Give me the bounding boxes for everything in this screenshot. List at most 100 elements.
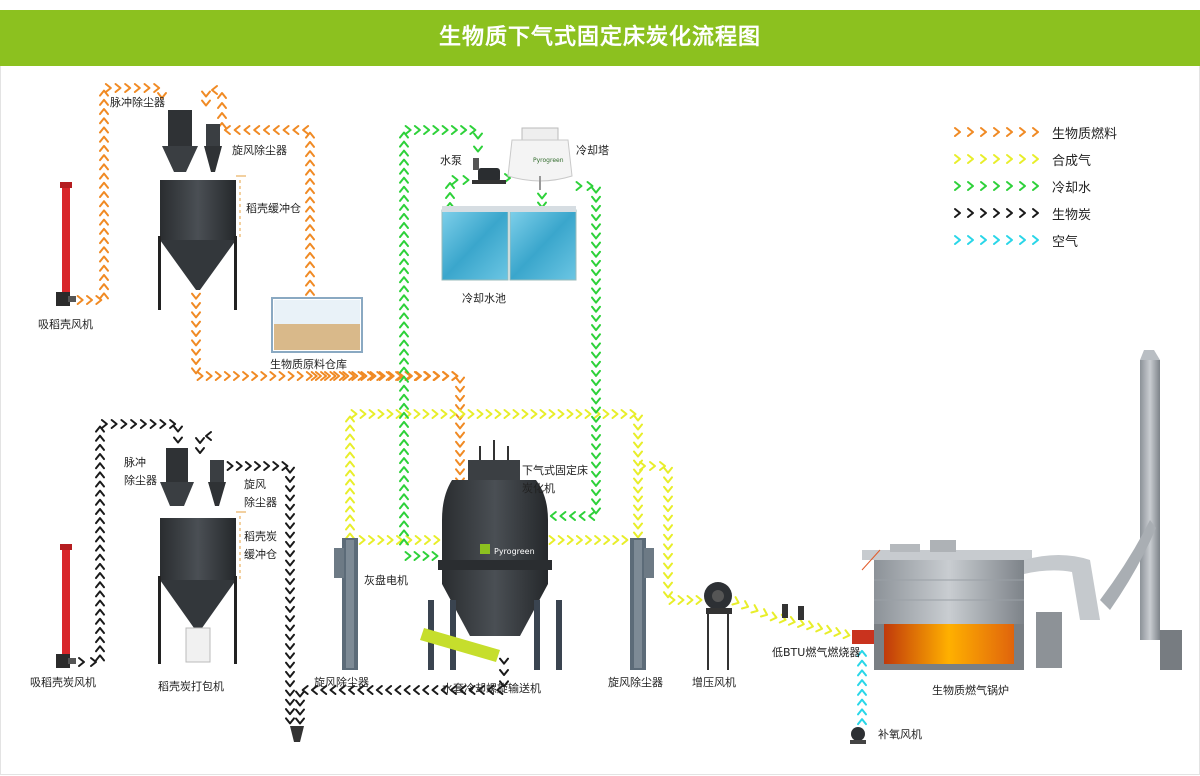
flow-chevron bbox=[99, 191, 109, 198]
flow-chevron bbox=[99, 283, 109, 291]
label-reactor-a: 下气式固定床 bbox=[522, 463, 588, 477]
flow-chevron bbox=[301, 685, 309, 695]
flow-chevron bbox=[575, 535, 583, 545]
flow-chevron bbox=[399, 249, 409, 257]
flow-chevron bbox=[149, 419, 157, 429]
label-burner: 低BTU燃气燃烧器 bbox=[772, 645, 860, 659]
flow-chevron bbox=[424, 535, 431, 545]
flow-chevron bbox=[399, 176, 409, 184]
label-cyclone-2a: 旋风 bbox=[244, 477, 266, 491]
flow-chevron bbox=[993, 208, 1000, 218]
flow-chevron bbox=[329, 371, 337, 381]
flow-chevron bbox=[99, 163, 109, 171]
flow-chevron bbox=[399, 203, 409, 211]
label-buffer-2b: 缓冲仓 bbox=[244, 547, 277, 561]
flow-chevron bbox=[842, 629, 851, 640]
flow-chevron bbox=[414, 535, 422, 545]
flow-chevron bbox=[399, 366, 409, 374]
flow-chevron bbox=[399, 131, 409, 139]
flow-chevron bbox=[833, 627, 842, 637]
flow-chevron bbox=[348, 685, 355, 695]
flow-chevron bbox=[305, 150, 315, 158]
flow-chevron bbox=[314, 371, 322, 381]
label-raw-storage: 生物质原料仓库 bbox=[270, 357, 347, 371]
flow-chevron bbox=[368, 535, 375, 545]
flow-chevron bbox=[663, 476, 673, 484]
flow-chevron bbox=[413, 409, 421, 419]
flow-chevron bbox=[399, 330, 409, 338]
flow-chevron bbox=[305, 371, 313, 381]
flow-chevron bbox=[305, 242, 315, 250]
flow-chevron bbox=[285, 531, 295, 539]
flow-chevron bbox=[205, 431, 212, 441]
flow-chevron bbox=[575, 181, 583, 191]
flow-chevron bbox=[612, 535, 620, 545]
flow-chevron bbox=[857, 708, 867, 716]
flow-chevron bbox=[95, 535, 105, 543]
flow-chevron bbox=[285, 540, 295, 548]
flow-chevron bbox=[591, 360, 601, 368]
flow-chevron bbox=[120, 419, 128, 429]
flow-chevron bbox=[815, 622, 824, 633]
flow-chevron bbox=[285, 485, 295, 493]
flow-chevron bbox=[1032, 127, 1039, 137]
flow-chevron bbox=[95, 581, 105, 589]
flow-chevron bbox=[591, 498, 601, 506]
flow-chevron bbox=[285, 633, 295, 641]
flow-chevron bbox=[399, 402, 409, 410]
flow-chevron bbox=[633, 504, 643, 512]
flow-chevron bbox=[993, 127, 1000, 137]
legend-chevron-syngas bbox=[954, 154, 1039, 164]
flow-chevron bbox=[345, 415, 355, 423]
flow-chevron bbox=[857, 698, 867, 706]
flow-chevron bbox=[591, 269, 601, 277]
flow-chevron bbox=[591, 232, 601, 240]
flow-chevron bbox=[445, 192, 455, 199]
flow-chevron bbox=[455, 449, 465, 457]
flow-chevron bbox=[217, 92, 227, 99]
flow-chevron bbox=[399, 258, 409, 266]
flow-chevron bbox=[305, 159, 315, 167]
flow-chevron bbox=[285, 698, 295, 706]
flow-chevron bbox=[95, 295, 103, 305]
flow-chevron bbox=[857, 679, 867, 687]
flow-chevron bbox=[95, 608, 105, 616]
flow-chevron bbox=[967, 208, 974, 218]
flow-chevron bbox=[272, 461, 280, 471]
flow-chevron bbox=[967, 181, 974, 191]
low-btu-burner bbox=[782, 604, 876, 644]
flow-chevron bbox=[285, 503, 295, 511]
flow-chevron bbox=[611, 409, 619, 419]
flow-chevron bbox=[1006, 127, 1013, 137]
flow-chevron bbox=[377, 535, 385, 545]
flow-chevron bbox=[557, 535, 565, 545]
flow-chevron bbox=[494, 409, 502, 419]
flow-chevron bbox=[305, 131, 315, 139]
flow-chevron bbox=[95, 572, 105, 580]
flow-chevron bbox=[1006, 208, 1013, 218]
flow-chevron bbox=[1019, 127, 1026, 137]
flow-chevron bbox=[399, 194, 409, 202]
flow-chevron bbox=[217, 112, 227, 119]
flow-chevron bbox=[431, 409, 439, 419]
flow-chevron bbox=[485, 409, 493, 419]
legend-label: 空气 bbox=[1052, 235, 1079, 250]
flow-chevron bbox=[394, 685, 402, 695]
flow-chevron bbox=[399, 294, 409, 302]
flow-chevron bbox=[395, 409, 403, 419]
flow-chevron bbox=[386, 409, 394, 419]
flow-chevron bbox=[967, 235, 974, 245]
flow-chevron bbox=[857, 718, 867, 726]
flow-chevron bbox=[603, 535, 611, 545]
flow-chevron bbox=[95, 544, 105, 552]
flow-chevron bbox=[99, 273, 109, 281]
flow-chevron bbox=[201, 90, 211, 98]
flow-chevron bbox=[285, 661, 295, 669]
flow-chevron bbox=[423, 371, 431, 381]
flow-chevron bbox=[357, 371, 365, 381]
flow-chevron bbox=[191, 302, 201, 309]
flow-chevron bbox=[285, 568, 295, 576]
label-buffer-1: 稻壳缓冲仓 bbox=[246, 201, 301, 215]
flow-chevron bbox=[591, 507, 601, 515]
